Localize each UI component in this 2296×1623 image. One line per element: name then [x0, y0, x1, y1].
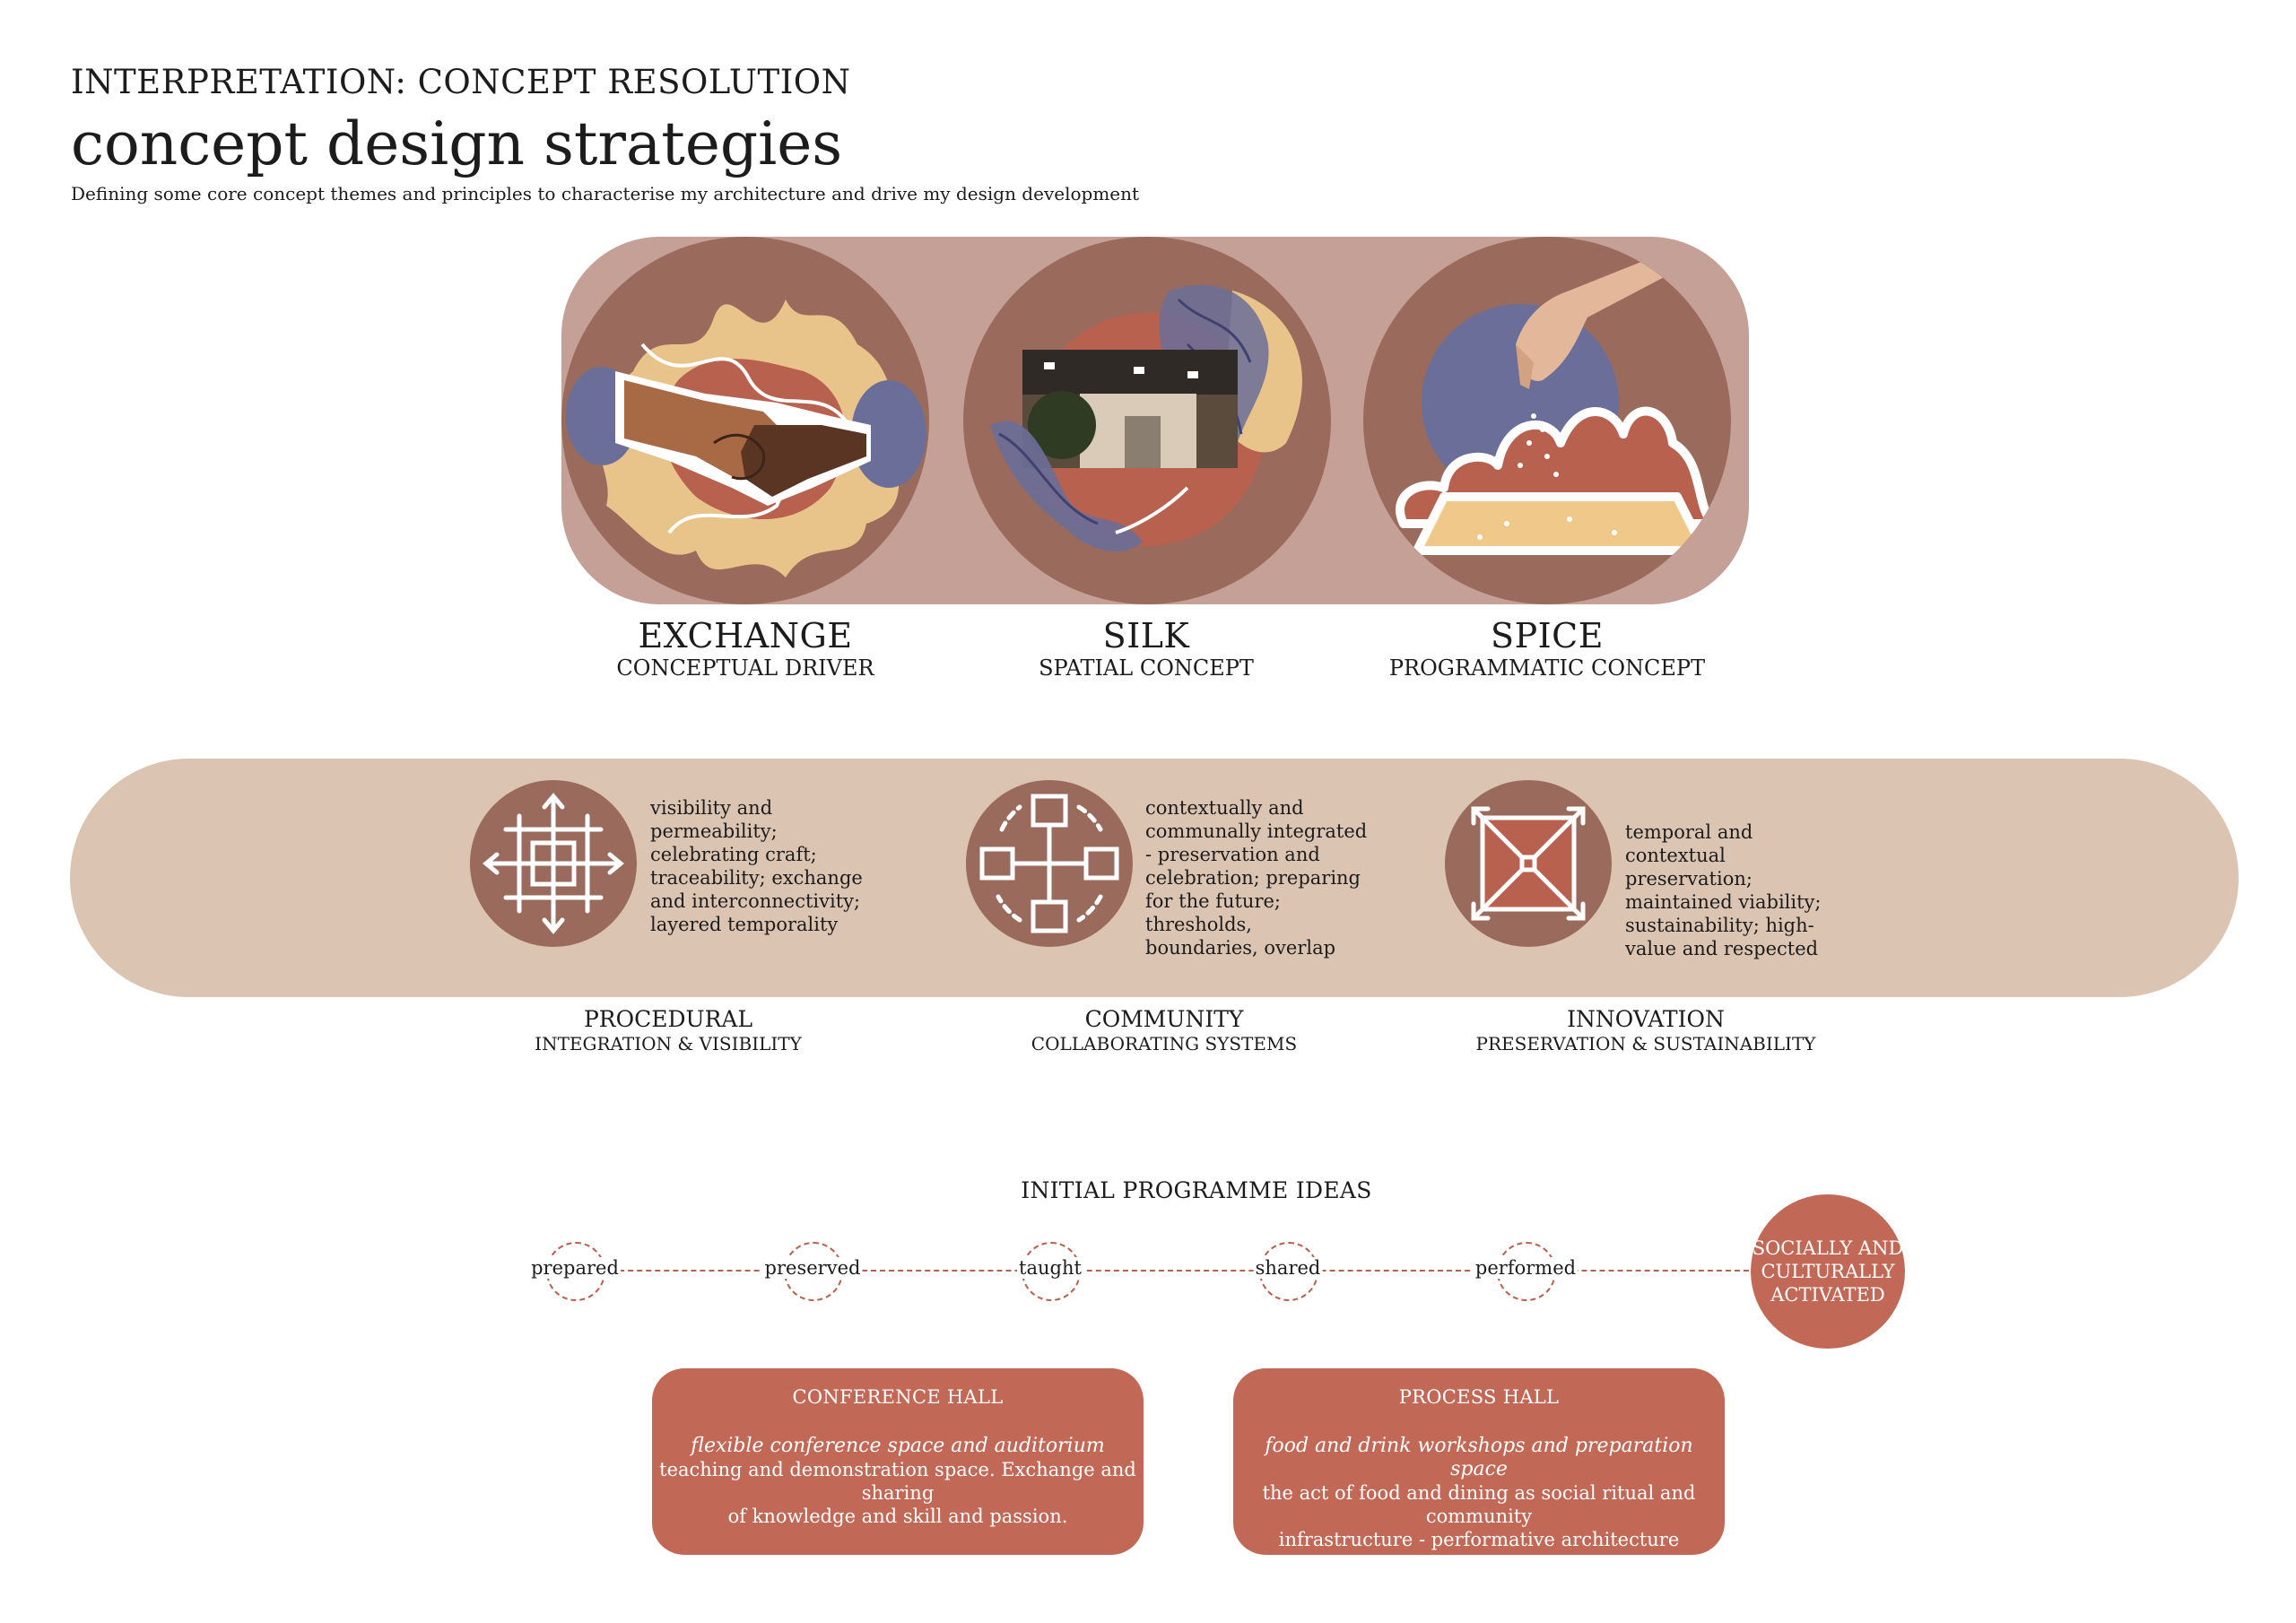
- hall-summary: food and drink workshops and preparation…: [1265, 1435, 1693, 1480]
- hall-description: the act of food and dining as social rit…: [1262, 1482, 1696, 1550]
- process-hall-card: PROCESS HALL food and drink workshops an…: [1233, 1368, 1725, 1555]
- concept-role: SPATIAL CONCEPT: [1039, 655, 1254, 681]
- programme-step-performed: performed: [1473, 1257, 1578, 1279]
- page-title: concept design strategies: [71, 109, 843, 178]
- concept-label-exchange: EXCHANGE CONCEPTUAL DRIVER: [557, 616, 934, 681]
- hall-description: teaching and demonstration space. Exchan…: [659, 1459, 1136, 1527]
- hall-title: CONFERENCE HALL: [792, 1386, 1004, 1408]
- hall-summary: flexible conference space and auditorium: [691, 1435, 1105, 1457]
- programme-dashed-timeline: [574, 1270, 1749, 1271]
- strategy-name: PROCEDURAL: [583, 1006, 753, 1032]
- strategy-name: INNOVATION: [1567, 1006, 1725, 1032]
- strategy-subtitle: COLLABORATING SYSTEMS: [1031, 1033, 1298, 1055]
- programme-step-taught: taught: [1017, 1257, 1083, 1279]
- silk-collage-illustration: [963, 237, 1331, 604]
- concept-name: EXCHANGE: [638, 616, 853, 655]
- network-boxes-icon: [966, 780, 1133, 947]
- strategy-label-procedural: PROCEDURAL INTEGRATION & VISIBILITY: [480, 1006, 857, 1055]
- hall-title: PROCESS HALL: [1398, 1386, 1560, 1408]
- spice-hand-illustration: [1363, 237, 1731, 604]
- strategy-subtitle: INTEGRATION & VISIBILITY: [535, 1033, 802, 1055]
- strategy-description-procedural: visibility and permeability; celebrating…: [650, 797, 863, 935]
- strategy-subtitle: PRESERVATION & SUSTAINABILITY: [1475, 1033, 1816, 1055]
- programme-step-prepared: prepared: [529, 1257, 621, 1279]
- strategy-description-community: contextually and communally integrated -…: [1145, 797, 1368, 959]
- strategy-label-innovation: INNOVATION PRESERVATION & SUSTAINABILITY: [1457, 1006, 1834, 1055]
- exchange-handshake-illustration: [561, 237, 929, 604]
- concept-label-silk: SILK SPATIAL CONCEPT: [958, 616, 1335, 681]
- programme-step-preserved: preserved: [762, 1257, 863, 1279]
- conference-hall-card: CONFERENCE HALL flexible conference spac…: [652, 1368, 1144, 1555]
- strategy-label-community: COMMUNITY COLLABORATING SYSTEMS: [976, 1006, 1352, 1055]
- expanding-square-icon: [1445, 780, 1612, 947]
- programme-goal-circle: SOCIALLY AND CULTURALLY ACTIVATED: [1751, 1194, 1905, 1349]
- concept-name: SILK: [1102, 616, 1190, 655]
- strategy-description-innovation: temporal and contextual preservation; ma…: [1625, 821, 1822, 959]
- programme-heading: INITIAL PROGRAMME IDEAS: [1021, 1177, 1372, 1203]
- page-subtitle: Defining some core concept themes and pr…: [71, 183, 1140, 204]
- concept-role: CONCEPTUAL DRIVER: [616, 655, 874, 681]
- concept-role: PROGRAMMATIC CONCEPT: [1388, 655, 1706, 681]
- cross-arrows-icon: [470, 780, 637, 947]
- programme-step-shared: shared: [1253, 1257, 1323, 1279]
- concept-label-spice: SPICE PROGRAMMATIC CONCEPT: [1359, 616, 1735, 681]
- programme-goal-text: SOCIALLY AND CULTURALLY ACTIVATED: [1752, 1237, 1904, 1306]
- page-kicker: INTERPRETATION: CONCEPT RESOLUTION: [71, 63, 851, 101]
- concept-name: SPICE: [1491, 616, 1604, 655]
- strategy-band: [70, 759, 2239, 997]
- strategy-name: COMMUNITY: [1084, 1006, 1244, 1032]
